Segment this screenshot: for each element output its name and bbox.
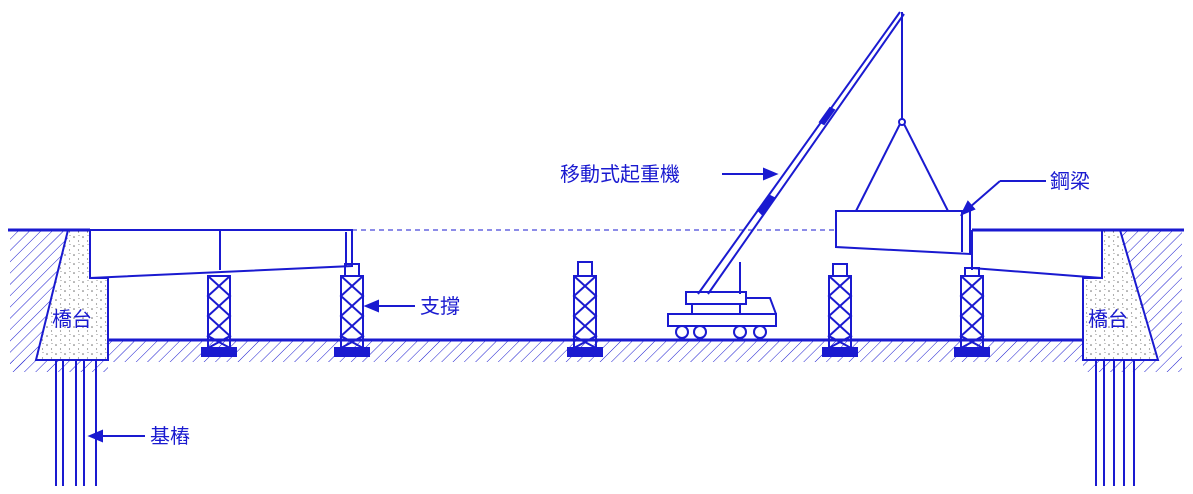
leader-pile [87,429,145,443]
mobile-crane [667,11,949,339]
label-support: 支撐 [420,294,460,318]
piles-left [55,360,97,486]
leader-girder [959,180,1046,216]
support-tower [334,263,370,357]
label-crane: 移動式起重機 [560,162,680,186]
support-tower [954,267,990,357]
leader-crane [722,167,779,181]
girder-installed-right [971,229,1103,280]
label-abutment-right: 橋台 [1088,307,1128,331]
support-tower [822,263,858,357]
girder-lifted [835,210,971,256]
support-tower [567,261,603,357]
piles-right [1095,360,1135,486]
label-abutment-left: 橋台 [52,307,92,331]
label-pile: 基樁 [150,424,190,448]
label-girder: 鋼梁 [1050,169,1090,193]
girder-installed-left [89,229,353,279]
leader-support [363,299,415,313]
support-tower [201,275,237,357]
